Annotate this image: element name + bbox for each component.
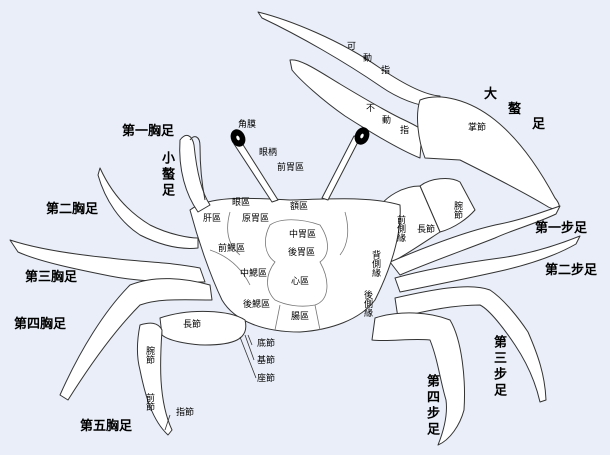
label-protogastric: 原胃區 <box>242 214 270 224</box>
label-posterolateral-margin: 後側緣 <box>362 290 372 317</box>
claw-carpus-shape <box>419 178 476 233</box>
label-dorsolateral-margin: 背側緣 <box>370 250 380 277</box>
label-large-claw-1: 大 <box>484 87 498 102</box>
left-leg-4 <box>59 278 213 401</box>
label-cardiac: 心區 <box>291 277 310 287</box>
label-intestinal: 腸區 <box>291 312 310 322</box>
label-metabranchial: 後鰓區 <box>243 300 271 310</box>
right-eyestalk <box>321 135 361 201</box>
label-epibranchial: 前鰓區 <box>218 244 246 254</box>
label-second-walking-leg: 第二步足 <box>545 263 598 278</box>
left-leg-2 <box>97 167 199 249</box>
label-mesogastric: 中胃區 <box>289 230 317 240</box>
label-carpus: 腕節 <box>144 346 154 364</box>
left-leg-3 <box>9 239 206 283</box>
label-large-claw-2: 螯 <box>508 102 522 117</box>
label-first-pereiopod: 第一胸足 <box>122 124 175 139</box>
label-movable-3: 指 <box>381 66 391 76</box>
label-hepatic: 肝區 <box>203 214 222 224</box>
label-movable-2: 動 <box>363 54 373 64</box>
label-fixed-3: 指 <box>400 126 410 136</box>
label-cornea: 角膜 <box>238 120 257 130</box>
label-small-claw: 小螯足 <box>159 151 174 199</box>
label-merus: 長節 <box>183 320 202 330</box>
label-dactylus: 指節 <box>176 408 195 418</box>
label-fixed-1: 不 <box>366 104 376 114</box>
label-movable-1: 可 <box>347 42 357 52</box>
label-second-pereiopod: 第二胸足 <box>46 202 99 217</box>
label-third-walking-leg: 第三步足 <box>491 335 506 399</box>
label-mesobranchial: 中鰓區 <box>240 269 268 279</box>
right-leg-4 <box>371 312 465 446</box>
label-frontal: 額區 <box>290 202 309 212</box>
label-basis: 基節 <box>257 356 276 366</box>
label-fourth-pereiopod: 第四胸足 <box>14 317 67 332</box>
right-leg-1 <box>389 205 561 276</box>
label-eyestalk: 眼柄 <box>259 148 278 158</box>
label-coxa: 底節 <box>257 339 276 349</box>
left-leg-5-lower <box>136 322 173 436</box>
label-first-walking-leg: 第一步足 <box>535 221 588 236</box>
label-ischium: 座節 <box>257 374 276 384</box>
label-anterolateral-margin: 前側緣 <box>395 215 405 242</box>
label-claw-carpus: 腕節 <box>452 201 462 219</box>
right-leg-2 <box>394 235 581 293</box>
label-claw-merus: 長節 <box>417 225 436 235</box>
label-propodus: 前節 <box>144 393 154 411</box>
label-metagastric: 後胃區 <box>288 248 316 258</box>
label-anterior-gastric: 前胃區 <box>277 163 305 173</box>
small-claw-shape <box>179 134 211 213</box>
label-fixed-2: 動 <box>382 116 392 126</box>
label-fourth-walking-leg: 第四步足 <box>424 374 439 438</box>
label-fifth-pereiopod: 第五胸足 <box>80 419 133 434</box>
label-third-pereiopod: 第三胸足 <box>25 270 78 285</box>
label-orbital: 眼區 <box>232 198 251 208</box>
label-large-claw-3: 足 <box>532 117 546 132</box>
label-palm: 掌節 <box>468 123 487 133</box>
left-leg-5 <box>159 311 247 346</box>
right-leg-3 <box>394 286 547 403</box>
